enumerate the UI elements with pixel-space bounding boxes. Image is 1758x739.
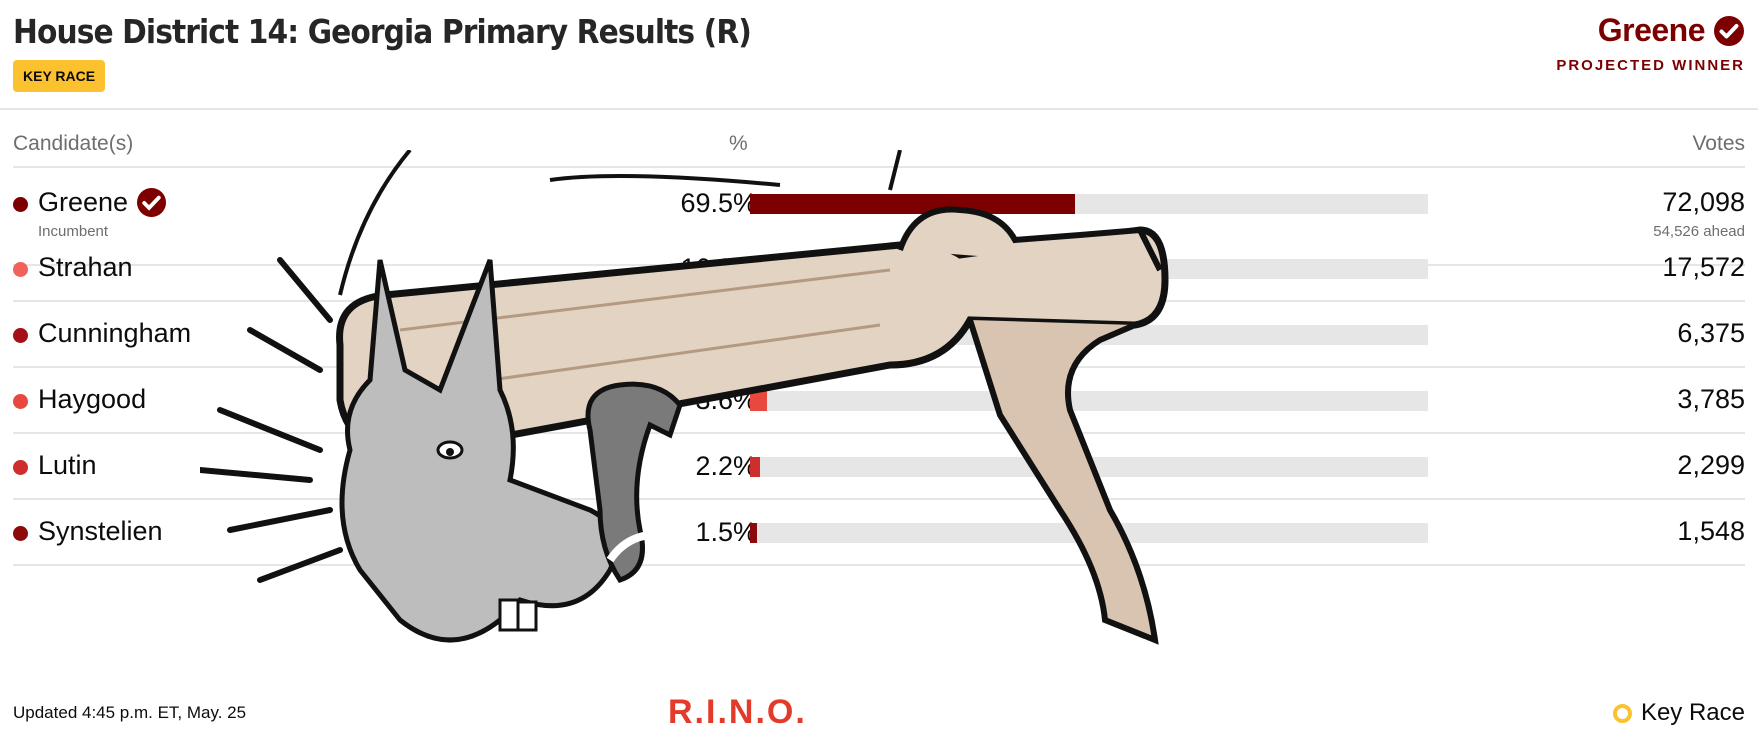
candidate-percent: 1.5%	[695, 517, 757, 547]
candidate-name-label: Cunningham	[38, 318, 192, 348]
candidate-percent: 2.2%	[695, 451, 757, 481]
candidate-name: Synstelien	[38, 516, 163, 547]
candidate-subtitle: Incumbent	[38, 223, 109, 240]
key-race-legend-label: Key Race	[1640, 699, 1745, 726]
cartoon-illustration	[200, 150, 1169, 645]
candidate-name-label: Greene	[38, 187, 129, 217]
candidate-votes: 6,375	[1677, 318, 1745, 348]
candidate-percent: 69.5%	[680, 188, 757, 218]
candidate-votes: 2,299	[1677, 450, 1745, 480]
results-header: House District 14: Georgia Primary Resul…	[0, 0, 1758, 110]
candidate-color-dot	[13, 460, 28, 475]
key-race-ring-icon	[1612, 703, 1632, 723]
candidate-color-dot	[13, 526, 28, 541]
candidate-votes: 17,572	[1662, 252, 1745, 282]
column-candidates: Candidate(s)	[13, 132, 134, 155]
candidate-votes: 72,098	[1662, 187, 1745, 217]
check-circle-icon	[1714, 15, 1744, 46]
winner-name: Greene	[1597, 12, 1706, 48]
column-votes: Votes	[1692, 132, 1745, 155]
vote-share-bar-fill	[750, 194, 1075, 214]
candidate-name: Haygood	[38, 384, 146, 415]
key-race-badge[interactable]: KEY RACE	[13, 60, 106, 92]
results-table-header: Candidate(s) % Votes	[13, 118, 1745, 168]
vote-share-bar-fill	[750, 457, 760, 477]
votes-ahead: 54,526 ahead	[1653, 223, 1745, 240]
candidate-votes: 3,785	[1677, 384, 1745, 414]
column-percent: %	[729, 132, 748, 155]
key-race-legend: Key Race	[1612, 699, 1745, 727]
cartoon-caption: R.I.N.O.	[668, 693, 807, 731]
projected-winner: Greene	[1598, 12, 1745, 49]
candidate-name: Greene	[38, 187, 167, 218]
vote-share-bar	[750, 391, 1428, 411]
candidate-name: Lutin	[38, 450, 97, 481]
candidate-name: Strahan	[38, 252, 133, 283]
vote-share-bar-fill	[750, 391, 767, 411]
candidate-name-label: Strahan	[38, 252, 133, 282]
candidate-name-label: Synstelien	[38, 516, 163, 546]
projected-winner-label: PROJECTED WINNER	[1556, 57, 1745, 74]
updated-timestamp: Updated 4:45 p.m. ET, May. 25	[13, 703, 247, 722]
check-circle-icon	[137, 187, 167, 218]
candidate-color-dot	[13, 394, 28, 409]
candidate-color-dot	[13, 328, 28, 343]
page-title: House District 14: Georgia Primary Resul…	[13, 12, 752, 51]
vote-share-bar	[750, 194, 1428, 214]
candidate-votes: 1,548	[1677, 516, 1745, 546]
candidate-name: Cunningham	[38, 318, 191, 349]
vote-share-bar-fill	[750, 523, 757, 543]
candidate-name-label: Haygood	[38, 384, 147, 414]
candidate-name-label: Lutin	[38, 450, 97, 480]
candidate-color-dot	[13, 262, 28, 277]
candidate-color-dot	[13, 197, 28, 212]
